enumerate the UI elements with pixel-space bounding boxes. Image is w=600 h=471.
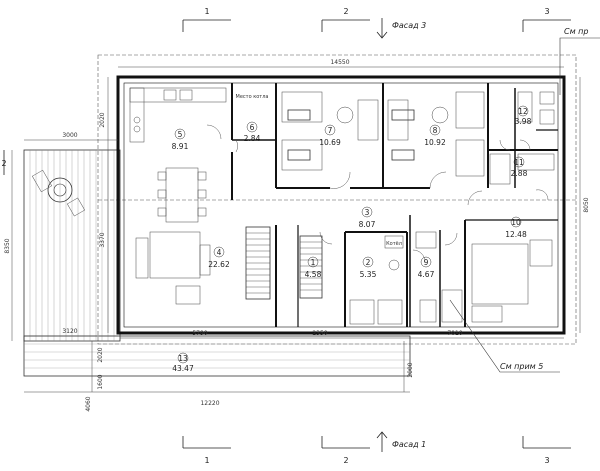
facade-1-label: Фасад 1	[392, 440, 426, 449]
svg-text:4.58: 4.58	[305, 270, 322, 279]
svg-text:2020: 2020	[99, 112, 106, 127]
dashed-boundaries	[97, 54, 577, 345]
svg-text:5790: 5790	[192, 330, 207, 337]
svg-text:1: 1	[204, 7, 209, 16]
room-8-label: 8 10.92	[424, 124, 446, 147]
room-13-label: 13 43.47	[172, 352, 194, 373]
svg-text:12220: 12220	[200, 400, 219, 407]
svg-text:3: 3	[544, 456, 549, 465]
svg-text:8350: 8350	[4, 238, 11, 253]
dimension-lines	[11, 66, 581, 393]
boiler-label: Котёл	[386, 241, 402, 247]
note-see-prim-5: См прим 5	[500, 362, 543, 371]
svg-text:10.69: 10.69	[319, 138, 341, 147]
room-12-label: 12 3.98	[515, 105, 532, 126]
svg-text:2.88: 2.88	[511, 169, 528, 178]
note-see-pr: См пр	[564, 27, 588, 36]
svg-text:3: 3	[544, 7, 549, 16]
svg-text:2.84: 2.84	[244, 134, 261, 143]
svg-text:2: 2	[343, 456, 348, 465]
callouts	[449, 37, 600, 373]
svg-text:10: 10	[511, 218, 521, 227]
room-3-label: 3 8.07	[359, 206, 376, 229]
axis-labels: 1 2 3 1 2 3 2 Фасад 3 Фасад 1	[1, 7, 549, 465]
dimension-texts: 14550 3000 3120 5790 2350 7010 12220 835…	[4, 59, 590, 412]
svg-text:8: 8	[433, 126, 438, 135]
svg-text:11: 11	[514, 158, 524, 167]
svg-text:3370: 3370	[99, 232, 106, 247]
furniture	[129, 87, 555, 325]
svg-text:2000: 2000	[407, 362, 414, 377]
svg-text:1: 1	[204, 456, 209, 465]
svg-text:10.92: 10.92	[424, 138, 446, 147]
svg-text:2: 2	[1, 159, 6, 168]
terrace-table-icon	[47, 177, 73, 203]
room-10-label: 10 12.48	[505, 216, 527, 239]
room-11-label: 11 2.88	[511, 156, 528, 178]
room-6-label: 6 2.84 Место котла	[236, 94, 269, 143]
svg-text:2: 2	[366, 258, 371, 267]
svg-text:6: 6	[250, 123, 255, 132]
room-9-label: 9 4.67	[418, 256, 435, 279]
svg-text:3: 3	[365, 208, 370, 217]
svg-text:5: 5	[178, 130, 183, 139]
facade-3-label: Фасад 3	[392, 21, 426, 30]
svg-text:8050: 8050	[583, 197, 590, 212]
axis-markers	[3, 18, 571, 452]
svg-text:1: 1	[311, 258, 316, 267]
svg-text:8.91: 8.91	[172, 142, 189, 151]
svg-text:13: 13	[178, 354, 188, 363]
room-4-label: 4 22.62	[208, 246, 230, 269]
terrace	[23, 149, 411, 377]
room-5-label: 5 8.91	[172, 128, 189, 151]
svg-text:Место котла: Место котла	[236, 94, 269, 100]
svg-text:5.35: 5.35	[360, 270, 377, 279]
svg-text:2350: 2350	[312, 330, 327, 337]
svg-text:12.48: 12.48	[505, 230, 527, 239]
svg-text:9: 9	[424, 258, 429, 267]
svg-text:43.47: 43.47	[172, 364, 194, 373]
svg-text:2: 2	[343, 7, 348, 16]
svg-text:12: 12	[518, 107, 528, 116]
svg-text:7010: 7010	[447, 330, 462, 337]
room-labels: 5 8.91 6 2.84 Место котла 7 10.69 8 10.9…	[172, 94, 532, 373]
svg-text:3000: 3000	[62, 132, 77, 139]
svg-text:2020: 2020	[97, 347, 104, 362]
svg-text:4: 4	[217, 248, 222, 257]
room-2-label: 2 5.35	[360, 256, 377, 279]
svg-text:22.62: 22.62	[208, 260, 230, 269]
svg-text:1600: 1600	[97, 374, 104, 389]
svg-text:4.67: 4.67	[418, 270, 435, 279]
svg-text:14550: 14550	[330, 59, 349, 66]
svg-text:3120: 3120	[62, 328, 77, 335]
svg-text:7: 7	[328, 126, 333, 135]
svg-text:3.98: 3.98	[515, 117, 532, 126]
svg-text:4060: 4060	[85, 396, 92, 411]
room-7-label: 7 10.69	[319, 124, 341, 147]
wall-hatching	[245, 109, 415, 300]
svg-text:8.07: 8.07	[359, 220, 376, 229]
door-swings	[206, 124, 549, 263]
building-walls	[116, 75, 566, 335]
room-1-label: 1 4.58	[305, 256, 322, 279]
